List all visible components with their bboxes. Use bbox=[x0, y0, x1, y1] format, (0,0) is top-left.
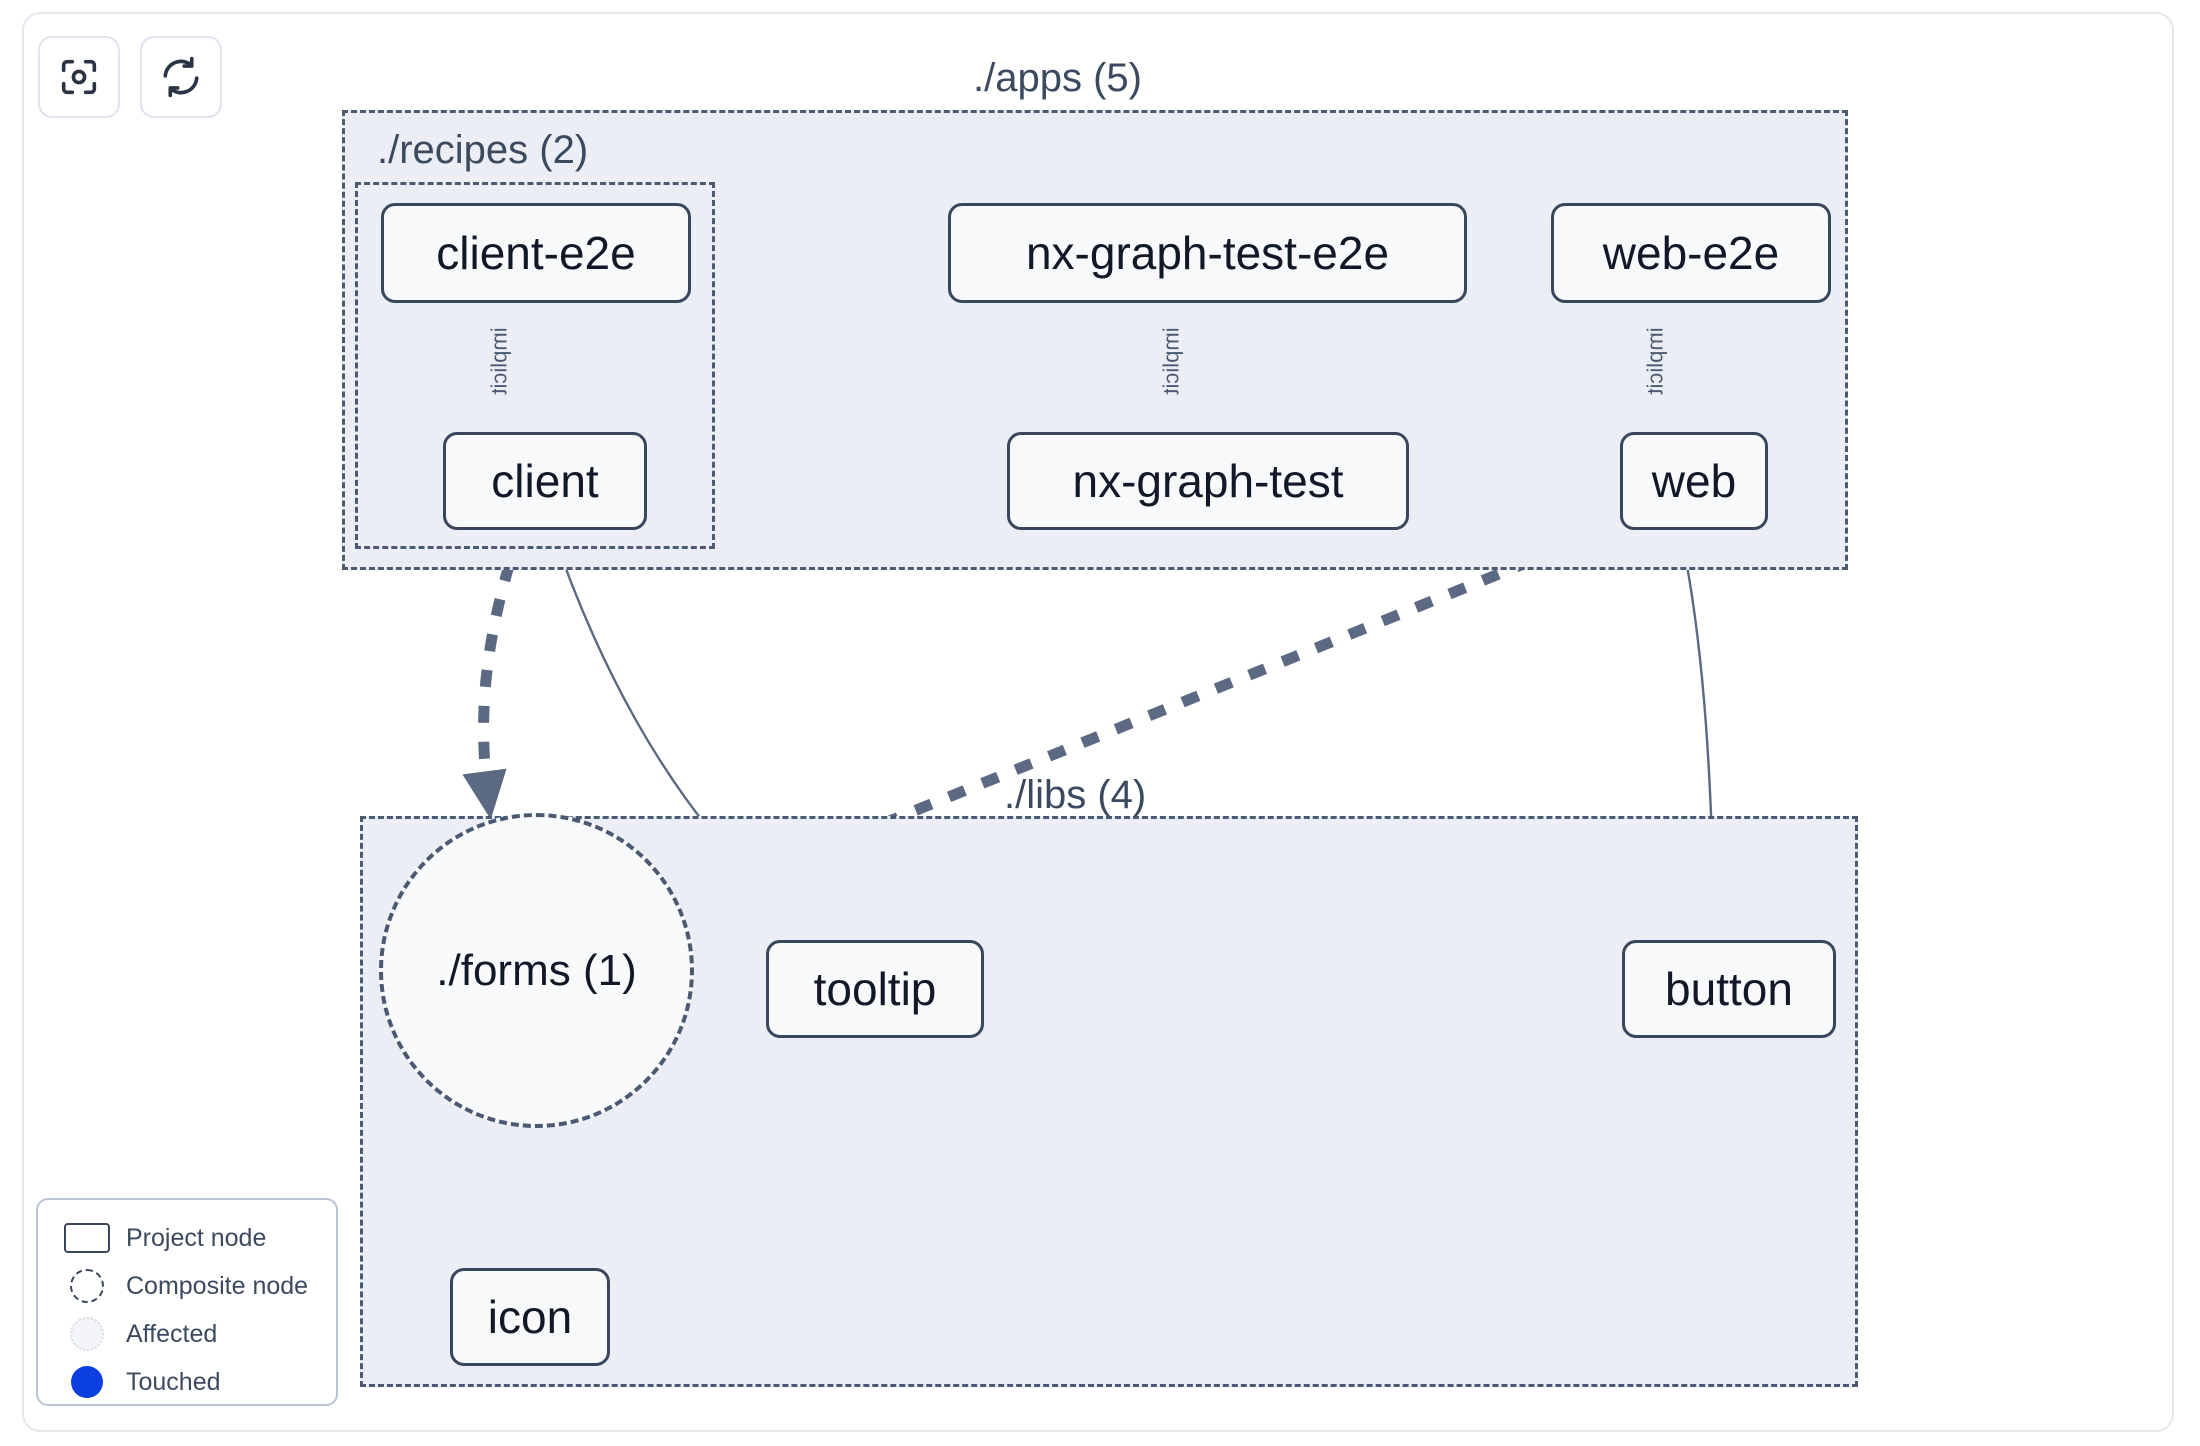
composite-node-swatch bbox=[56, 1269, 118, 1303]
node-nx-graph-test-e2e[interactable]: nx-graph-test-e2e bbox=[948, 203, 1467, 303]
touched-swatch bbox=[56, 1366, 118, 1398]
node-client[interactable]: client bbox=[443, 432, 647, 530]
node-label: nx-graph-test-e2e bbox=[1025, 227, 1390, 279]
legend-label: Project node bbox=[126, 1223, 267, 1252]
node-label: client bbox=[491, 455, 599, 507]
node-label: icon bbox=[487, 1291, 573, 1343]
node-label: ./forms (1) bbox=[436, 945, 637, 995]
node-client-e2e[interactable]: client-e2e bbox=[381, 203, 691, 303]
focus-graph-button[interactable] bbox=[38, 36, 120, 118]
legend-label: Composite node bbox=[126, 1271, 309, 1300]
legend-item-touched: Touched bbox=[56, 1358, 318, 1406]
node-label: tooltip bbox=[813, 963, 937, 1015]
node-label: web bbox=[1651, 455, 1737, 507]
project-node-swatch bbox=[56, 1223, 118, 1253]
group-label-apps: ./apps (5) bbox=[973, 56, 1142, 100]
node-icon[interactable]: icon bbox=[450, 1268, 610, 1366]
graph-toolbar bbox=[38, 36, 222, 118]
node-label: button bbox=[1665, 963, 1793, 1015]
legend-item-composite-node: Composite node bbox=[56, 1262, 318, 1310]
refresh-icon bbox=[158, 54, 204, 100]
node-forms[interactable]: ./forms (1) bbox=[379, 813, 694, 1128]
focus-target-icon bbox=[56, 54, 102, 100]
affected-swatch bbox=[56, 1317, 118, 1351]
node-label: web-e2e bbox=[1602, 227, 1780, 279]
legend-label: Affected bbox=[126, 1319, 218, 1348]
legend-label: Touched bbox=[126, 1367, 221, 1396]
refresh-graph-button[interactable] bbox=[140, 36, 222, 118]
node-label: nx-graph-test bbox=[1072, 455, 1344, 507]
node-tooltip[interactable]: tooltip bbox=[766, 940, 984, 1038]
legend-item-project-node: Project node bbox=[56, 1214, 318, 1262]
node-nx-graph-test[interactable]: nx-graph-test bbox=[1007, 432, 1409, 530]
node-button[interactable]: button bbox=[1622, 940, 1836, 1038]
graph-legend: Project node Composite node Affected Tou… bbox=[36, 1198, 338, 1406]
node-web-e2e[interactable]: web-e2e bbox=[1551, 203, 1831, 303]
legend-item-affected: Affected bbox=[56, 1310, 318, 1358]
group-label-recipes: ./recipes (2) bbox=[377, 128, 589, 172]
node-label: client-e2e bbox=[436, 227, 636, 279]
group-label-libs: ./libs (4) bbox=[1004, 773, 1147, 817]
node-web[interactable]: web bbox=[1620, 432, 1768, 530]
